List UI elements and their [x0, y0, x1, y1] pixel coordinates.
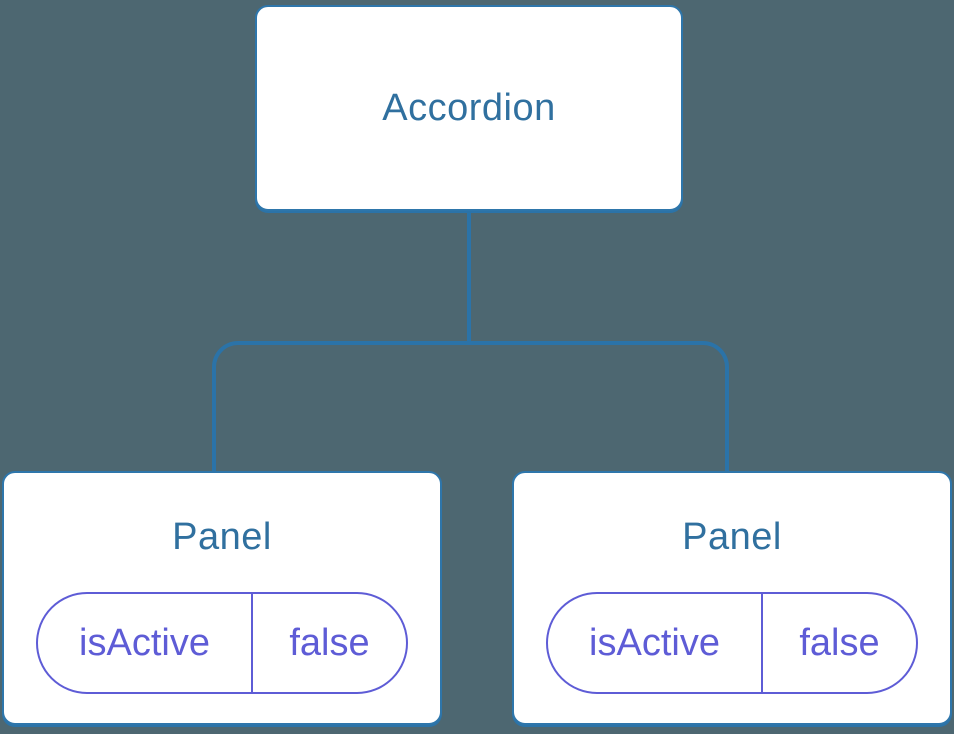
state-divider [761, 594, 763, 692]
accordion-label: Accordion [382, 86, 556, 129]
state-pill: isActive false [36, 592, 408, 694]
state-key: isActive [589, 621, 720, 664]
state-value: false [289, 621, 370, 664]
panel-node-right: Panel isActive false [512, 471, 952, 725]
state-pill: isActive false [546, 592, 918, 694]
panel-label: Panel [172, 516, 272, 558]
panel-label: Panel [682, 516, 782, 558]
tree-branch-connector [212, 341, 729, 471]
panel-node-left: Panel isActive false [2, 471, 442, 725]
tree-stem-connector [467, 211, 471, 343]
state-divider [251, 594, 253, 692]
accordion-node: Accordion [255, 5, 683, 211]
state-key: isActive [79, 621, 210, 664]
state-value: false [799, 621, 880, 664]
